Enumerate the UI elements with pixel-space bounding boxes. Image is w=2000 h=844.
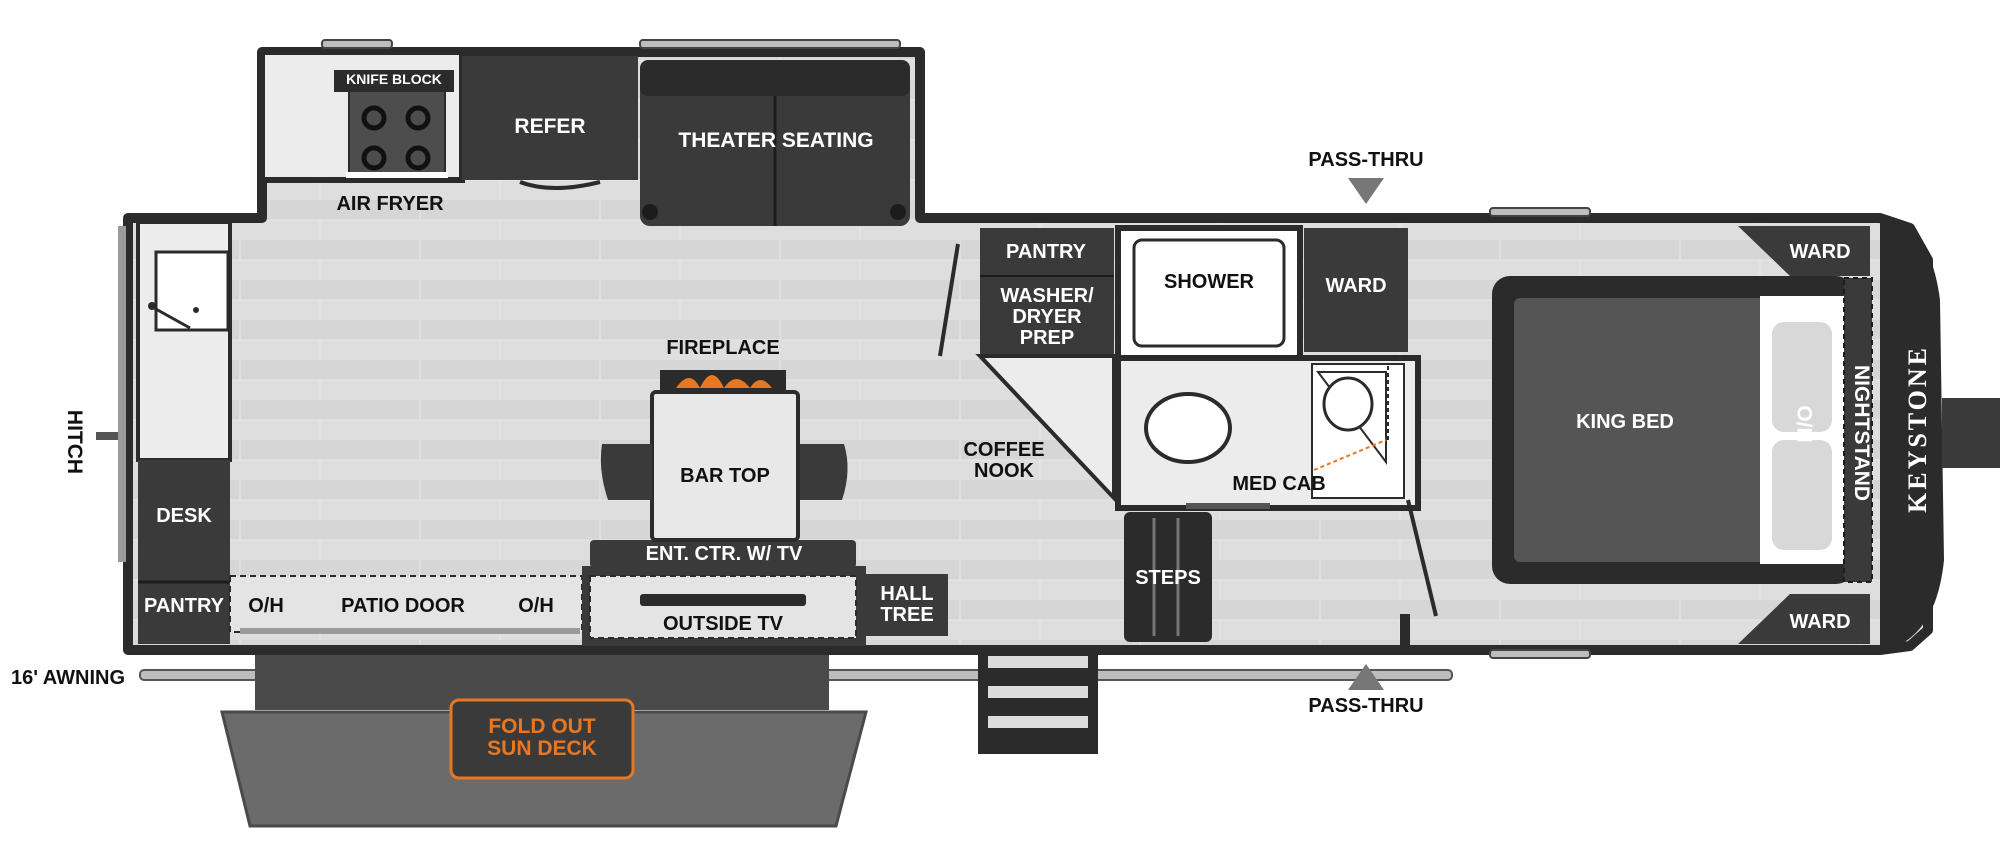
knife-block-label: KNIFE BLOCK xyxy=(346,71,442,87)
bar-top-island xyxy=(600,370,848,542)
oh-left-label: O/H xyxy=(248,595,284,617)
hall-tree-label: HALL TREE xyxy=(866,584,948,626)
entry-steps-outside xyxy=(978,650,1098,754)
pantry-top-label: PANTRY xyxy=(1006,241,1086,263)
awning-label: 16' AWNING xyxy=(10,667,126,689)
bathroom xyxy=(1115,225,1421,511)
pantry-washer-block xyxy=(938,228,1116,504)
patio-door-label: PATIO DOOR xyxy=(341,595,465,617)
theater-seating-shape xyxy=(640,60,910,226)
refer-label: REFER xyxy=(514,115,586,138)
hitch-label: HITCH xyxy=(63,409,86,475)
ward-mid-block xyxy=(1304,228,1408,352)
bedroom-wardrobes xyxy=(1738,226,1870,644)
nightstand-label: NIGHTSTAND xyxy=(1850,365,1873,502)
hall-tree-shape xyxy=(866,574,948,636)
pass-thru-bottom-label: PASS-THRU xyxy=(1308,695,1424,717)
brand-logo: KEYSTONE xyxy=(1903,344,1932,513)
bedroom-door xyxy=(1400,499,1438,646)
fireplace-label: FIREPLACE xyxy=(666,337,780,359)
washer-dryer-prep-text: WASHER/ DRYER PREP xyxy=(1000,285,1094,349)
theater-seating-label: THEATER SEATING xyxy=(678,129,874,152)
ent-ctr-label: ENT. CTR. W/ TV xyxy=(645,543,803,565)
sun-deck xyxy=(220,650,868,828)
coffee-nook-label: COFFEE NOOK xyxy=(946,440,1062,482)
pass-thru-top-label: PASS-THRU xyxy=(1308,149,1424,171)
washer-dryer-prep-label: WASHER/ DRYER PREP xyxy=(980,286,1114,349)
sink-counter xyxy=(136,220,232,462)
bar-top-label: BAR TOP xyxy=(680,465,770,487)
steps-inside xyxy=(1124,512,1212,642)
outside-tv-label: OUTSIDE TV xyxy=(662,613,783,635)
hitch-pin xyxy=(96,226,126,562)
oh-right-label: O/H xyxy=(518,595,554,617)
windows xyxy=(321,39,1591,659)
hall-tree-text: HALL TREE xyxy=(880,583,934,626)
ward-top-right-label: WARD xyxy=(1789,241,1851,263)
fold-out-sun-deck-text: FOLD OUT SUN DECK xyxy=(487,715,597,761)
desk-pantry xyxy=(138,460,230,644)
king-bed-label: KING BED xyxy=(1576,411,1674,433)
ho-label: H/O xyxy=(1794,405,1817,443)
kitchen-slide xyxy=(259,49,638,190)
fold-out-sun-deck-label: FOLD OUT SUN DECK xyxy=(451,715,633,761)
ward-mid-label: WARD xyxy=(1325,275,1387,297)
air-fryer-label: AIR FRYER xyxy=(336,193,444,215)
pass-thru-arrows xyxy=(1348,178,1384,690)
shower-label: SHOWER xyxy=(1164,271,1254,293)
pantry-bottom-label: PANTRY xyxy=(144,595,224,617)
desk-label: DESK xyxy=(156,505,212,527)
front-cap xyxy=(1880,216,2000,652)
coffee-nook-text: COFFEE NOOK xyxy=(963,439,1045,482)
entertainment-center xyxy=(582,540,866,646)
ward-bottom-right-label: WARD xyxy=(1789,611,1851,633)
king-bed-shape xyxy=(1492,276,1873,584)
med-cab-label: MED CAB xyxy=(1232,473,1326,495)
steps-label: STEPS xyxy=(1135,567,1201,589)
